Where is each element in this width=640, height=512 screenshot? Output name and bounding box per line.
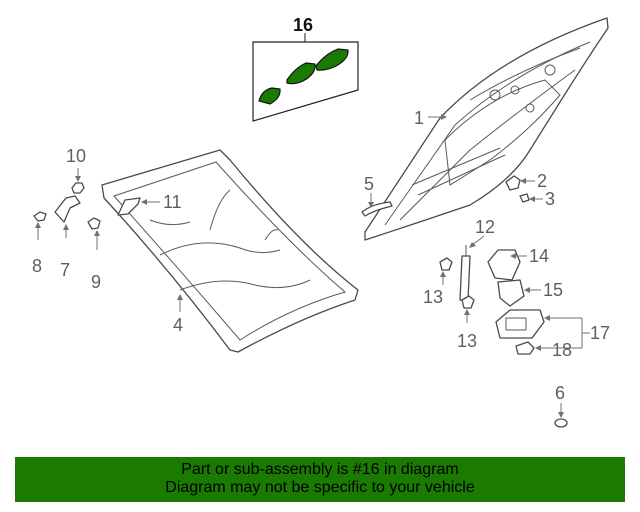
callout-9[interactable]: 9 xyxy=(91,272,101,292)
part-12-strut[interactable]: 12 xyxy=(459,217,495,301)
nut-10-shape xyxy=(71,182,85,194)
hood-rib-1 xyxy=(469,47,581,101)
ballstud-upper-shape xyxy=(439,257,453,271)
part-18-cable-end[interactable]: 18 xyxy=(515,340,582,360)
callout-4-arrowhead xyxy=(177,294,183,300)
callout-14[interactable]: 14 xyxy=(529,246,549,266)
part-9-bolt[interactable]: 9 xyxy=(87,217,101,292)
callout-9-arrowhead xyxy=(94,230,100,236)
insulator-contour-1 xyxy=(159,242,281,256)
seal-5-shape xyxy=(361,201,393,217)
callout-2-arrowhead xyxy=(520,178,526,184)
strut-12-shape xyxy=(459,255,471,301)
hood-hole xyxy=(544,64,556,76)
callout-17-arrowhead xyxy=(544,315,550,321)
part-16-group[interactable]: 16 xyxy=(252,15,359,122)
callout-8-arrowhead xyxy=(35,222,41,228)
part-13-ballstud-upper[interactable]: 13 xyxy=(423,257,453,307)
bolt-8-shape xyxy=(33,211,47,222)
callout-5-arrowhead xyxy=(368,202,374,208)
part-16-pad-middle[interactable] xyxy=(286,62,316,85)
callout-13-lower[interactable]: 13 xyxy=(457,331,477,351)
clip-3-shape xyxy=(519,193,530,203)
latch-17-detail xyxy=(505,317,527,331)
banner-line-2: Diagram may not be specific to your vehi… xyxy=(165,479,475,496)
insulator-contour-2 xyxy=(179,279,311,291)
part-13-ballstud-lower[interactable]: 13 xyxy=(457,295,477,351)
callout-18-arrowhead xyxy=(535,345,541,351)
callout-7-arrowhead xyxy=(63,224,69,230)
part-8-bolt[interactable]: 8 xyxy=(32,211,47,276)
part-2-bump-stop[interactable]: 2 xyxy=(505,171,547,191)
part-6-fastener[interactable]: 6 xyxy=(554,383,568,428)
part-14-bracket[interactable]: 14 xyxy=(487,246,549,281)
callout-12[interactable]: 12 xyxy=(475,217,495,237)
callout-4[interactable]: 4 xyxy=(173,315,183,335)
insulator-contour-3 xyxy=(209,189,279,241)
part-5-seal[interactable]: 5 xyxy=(361,174,393,217)
hood-inner-opening xyxy=(444,79,561,186)
insulator-inner xyxy=(113,161,347,341)
callout-3[interactable]: 3 xyxy=(545,189,555,209)
callout-16[interactable]: 16 xyxy=(293,15,313,35)
clip-11-shape xyxy=(117,197,141,216)
hood-rib-2 xyxy=(417,154,506,196)
insulator-contour-4 xyxy=(149,219,191,226)
callout-14-arrowhead xyxy=(510,253,516,259)
bolt-9-shape xyxy=(87,217,101,230)
callout-7[interactable]: 7 xyxy=(60,260,70,280)
callout-5[interactable]: 5 xyxy=(364,174,374,194)
cable-end-18-shape xyxy=(515,341,535,355)
callout-6[interactable]: 6 xyxy=(555,383,565,403)
part-17-latch[interactable]: 17 xyxy=(495,309,610,348)
part-3-clip[interactable]: 3 xyxy=(519,189,555,209)
ballstud-lower-shape xyxy=(461,295,475,309)
hood-rib-3 xyxy=(411,147,501,186)
callout-12-arrowhead xyxy=(469,242,476,248)
callout-15[interactable]: 15 xyxy=(543,280,563,300)
bracket-15-shape xyxy=(497,279,525,307)
hood-hole xyxy=(510,85,520,95)
callout-10[interactable]: 10 xyxy=(66,146,86,166)
callout-8[interactable]: 8 xyxy=(32,256,42,276)
part-4-insulator[interactable]: 4 xyxy=(101,149,359,353)
callout-18[interactable]: 18 xyxy=(552,340,572,360)
hood-inner-frame xyxy=(384,41,591,226)
part-16-pad-left[interactable] xyxy=(258,87,281,105)
banner-line-1: Part or sub-assembly is #16 in diagram xyxy=(181,461,459,478)
part-info-banner: Part or sub-assembly is #16 in diagram D… xyxy=(15,457,625,502)
callout-11-arrowhead xyxy=(141,199,147,205)
hood-hole xyxy=(525,103,535,113)
part-1-hood[interactable]: 1 xyxy=(364,17,609,241)
fastener-6-shape xyxy=(554,418,568,428)
part-7-hinge[interactable]: 7 xyxy=(54,195,81,280)
callout-13b-arrowhead xyxy=(464,309,470,315)
part-16-pad-right[interactable] xyxy=(315,48,349,71)
latch-17-shape xyxy=(495,309,545,339)
insulator-outer xyxy=(101,149,359,353)
callout-2[interactable]: 2 xyxy=(537,171,547,191)
callout-1[interactable]: 1 xyxy=(414,108,424,128)
callout-15-arrowhead xyxy=(524,287,530,293)
callout-13-upper[interactable]: 13 xyxy=(423,287,443,307)
callout-1-arrowhead xyxy=(441,114,447,120)
part-15-bracket[interactable]: 15 xyxy=(497,279,563,307)
hood-outer xyxy=(364,17,609,241)
bump-stop-2-shape xyxy=(505,175,521,191)
callout-11[interactable]: 11 xyxy=(163,192,182,212)
part-11-clip[interactable]: 11 xyxy=(117,192,182,216)
callout-17[interactable]: 17 xyxy=(590,323,610,343)
bracket-14-shape xyxy=(487,249,521,281)
hinge-7-shape xyxy=(54,195,81,223)
part-10-nut[interactable]: 10 xyxy=(66,146,86,194)
callout-13a-arrowhead xyxy=(440,271,446,277)
callout-3-arrowhead xyxy=(529,196,535,202)
callout-6-arrowhead xyxy=(558,412,564,418)
callout-10-arrowhead xyxy=(75,176,81,182)
hood-hole xyxy=(489,89,501,101)
